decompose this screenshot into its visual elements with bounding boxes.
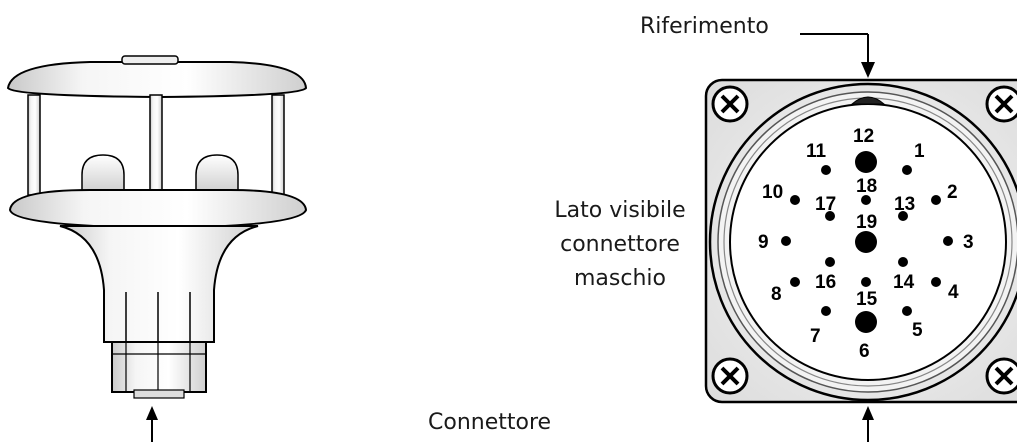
pin-2: [931, 195, 941, 205]
screw-icon-bottom-left: [711, 357, 749, 395]
pin-label-19: 19: [856, 212, 877, 233]
pin-label-18: 18: [856, 176, 877, 197]
pin-10: [790, 195, 800, 205]
screw-icon-top-right: [985, 85, 1017, 123]
pin-4: [931, 277, 941, 287]
pin-11: [821, 165, 831, 175]
pin-6: [855, 311, 877, 333]
connector-key: [850, 96, 886, 105]
reference-label: Riferimento: [640, 14, 769, 39]
wind-sensor-illustration: [6, 55, 308, 442]
pin-13: [898, 211, 908, 221]
pin-15: [861, 277, 871, 287]
visible-side-label-line3: maschio: [574, 266, 666, 291]
pin-label-11: 11: [806, 141, 827, 162]
pin-8: [790, 277, 800, 287]
pin-label-12: 12: [853, 126, 874, 147]
pin-label-13: 13: [894, 194, 915, 215]
pin-12: [855, 151, 877, 173]
pin-label-4: 4: [948, 282, 959, 303]
pin-label-6: 6: [859, 341, 870, 362]
screw-icon-bottom-right: [985, 357, 1017, 395]
visible-side-label-line1: Lato visibile: [554, 198, 686, 223]
connector-label: Connettore: [428, 410, 552, 435]
pin-14: [898, 257, 908, 267]
pin-16: [825, 257, 835, 267]
pin-label-1: 1: [914, 141, 925, 162]
sensor-lower-disk: [8, 189, 308, 230]
pin-7: [821, 306, 831, 316]
visible-side-label: Lato visibile connettore maschio: [520, 194, 720, 296]
pin-label-8: 8: [771, 284, 782, 305]
pin-label-5: 5: [912, 320, 923, 341]
pin-5: [902, 306, 912, 316]
pin-18: [861, 195, 871, 205]
sensor-dome-right: [195, 154, 239, 193]
pin-label-7: 7: [810, 326, 821, 347]
pin-label-10: 10: [762, 182, 783, 203]
pin-9: [781, 236, 791, 246]
sensor-neck: [59, 225, 259, 343]
pin-19: [855, 231, 877, 253]
connector-pins: [781, 151, 953, 333]
visible-side-label-line2: connettore: [560, 232, 680, 257]
screw-icon-top-left: [711, 85, 749, 123]
pin-3: [943, 236, 953, 246]
sensor-top-knob: [121, 55, 179, 65]
pin-17: [825, 211, 835, 221]
sensor-top-cap: [6, 61, 308, 99]
pin-label-15: 15: [856, 289, 878, 310]
pin-label-14: 14: [893, 272, 915, 293]
pin-label-16: 16: [815, 272, 836, 293]
pin-label-2: 2: [947, 182, 958, 203]
pin-label-17: 17: [815, 194, 836, 215]
pin-label-9: 9: [758, 232, 769, 253]
pin-1: [902, 165, 912, 175]
sensor-dome-left: [81, 154, 125, 193]
pin-label-3: 3: [963, 232, 974, 253]
